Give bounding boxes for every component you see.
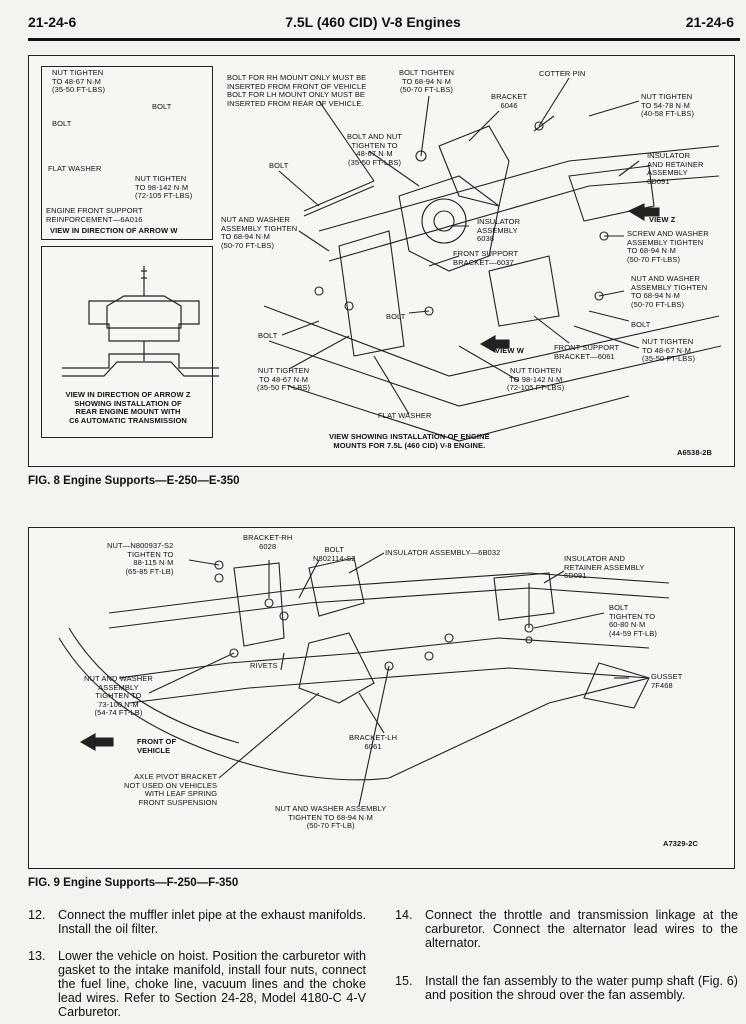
page-header: 21-24-6 7.5L (460 CID) V-8 Engines 21-24… <box>0 14 746 38</box>
screw-washer-label: SCREW AND WASHER ASSEMBLY TIGHTEN TO 68-… <box>627 229 709 264</box>
bracket-lh-label: BRACKET-LH 6061 <box>349 733 398 751</box>
inset-view-w: NUT TIGHTEN TO 48-67 N·m (35-50 FT-LBS) … <box>41 66 213 240</box>
cotter-pin-label: COTTER PIN <box>539 69 586 78</box>
view-z-label: VIEW Z <box>649 215 676 224</box>
figure-8-frame: NUT TIGHTEN TO 48-67 N·m (35-50 FT-LBS) … <box>28 55 735 467</box>
page-number-left: 21-24-6 <box>28 14 77 30</box>
insulator-retainer-label: INSULATOR AND RETAINER ASSEMBLY 6D091 <box>564 554 645 581</box>
figure-9-drawing <box>58 552 670 807</box>
step-14: 14. Connect the throttle and transmissio… <box>395 908 740 952</box>
inset-view-z: VIEW IN DIRECTION OF ARROW Z SHOWING INS… <box>41 246 213 438</box>
step-text: Connect the muffler inlet pipe at the ex… <box>58 908 366 936</box>
fig9-code: A7329-2C <box>663 839 698 848</box>
inset-w-bolt-label: BOLT <box>52 119 72 128</box>
figure-9-caption: FIG. 9 Engine Supports—F-250—F-350 <box>28 877 239 889</box>
bolt-label: BOLT <box>269 161 289 170</box>
step-number: 12. <box>28 908 46 922</box>
nut-washer-73-label: NUT AND WASHER ASSEMBLY TIGHTEN TO 73-10… <box>84 674 153 718</box>
page-number-right: 21-24-6 <box>685 14 734 30</box>
front-support-6061-label: FRONT SUPPORT BRACKET—6061 <box>554 343 620 361</box>
insulator-6038-label: INSULATOR ASSEMBLY 6038 <box>477 217 521 244</box>
bolt-tighten-label: BOLT TIGHTEN TO 60-80 N·m (44-59 FT-LB) <box>609 603 657 638</box>
inset-w-nut-tighten-label: NUT TIGHTEN TO 48-67 N·m (35-50 FT-LBS) <box>52 68 106 95</box>
bolt-and-nut-label: BOLT AND NUT TIGHTEN TO 48-67 N·m (35-50… <box>347 132 403 167</box>
step-text: Install the fan assembly to the water pu… <box>425 974 738 1002</box>
gusset-label: GUSSET 7F468 <box>651 672 683 690</box>
step-text: Lower the vehicle on hoist. Position the… <box>58 949 366 1019</box>
nut-tighten-48-right-label: NUT TIGHTEN TO 48-67 N·m (35-50 FT-LBS) <box>642 337 696 364</box>
step-15: 15. Install the fan assembly to the wate… <box>395 974 740 1018</box>
fig8-code: A6538-2B <box>677 448 712 457</box>
figure-8-caption: FIG. 8 Engine Supports—E-250—E-350 <box>28 475 240 487</box>
fig8-view-caption: VIEW SHOWING INSTALLATION OF ENGINE MOUN… <box>329 432 490 450</box>
figure-8-drawing <box>62 77 722 442</box>
inset-w-reinforcement-label: ENGINE FRONT SUPPORT REINFORCEMENT—6A016 <box>46 206 143 224</box>
bolt-tighten-68-label: BOLT TIGHTEN TO 68-94 N·m (50-70 FT-LBS) <box>399 68 454 95</box>
nut-washer-68-label: NUT AND WASHER ASSEMBLY TIGHTEN TO 68-94… <box>275 804 387 831</box>
inset-w-flat-washer-label: FLAT WASHER <box>48 164 102 173</box>
bolt-n802114-label: BOLT N802114-S2 <box>313 545 356 563</box>
inset-z-view-caption: VIEW IN DIRECTION OF ARROW Z SHOWING INS… <box>65 390 191 425</box>
nut-tighten-48-left-label: NUT TIGHTEN TO 48-67 N·m (35-50 FT-LBS) <box>257 366 311 393</box>
nut-tighten-98-label: NUT TIGHTEN TO 98-142 N·m (72-105 FT-LBS… <box>507 366 565 393</box>
step-text: Connect the throttle and transmission li… <box>425 908 738 950</box>
bracket-6046-label: BRACKET 6046 <box>491 92 528 110</box>
step-number: 14. <box>395 908 413 922</box>
bracket-rh-label: BRACKET-RH 6028 <box>243 533 293 551</box>
step-13: 13. Lower the vehicle on hoist. Position… <box>28 949 368 1021</box>
flat-washer-label: FLAT WASHER <box>378 411 432 420</box>
insulator-retainer-label: INSULATOR AND RETAINER ASSEMBLY 6D091 <box>647 151 704 186</box>
insulator-6b032-label: INSULATOR ASSEMBLY—6B032 <box>385 548 501 557</box>
axle-pivot-label: AXLE PIVOT BRACKET NOT USED ON VEHICLES … <box>124 772 218 807</box>
rivets-label: RIVETS <box>250 661 278 670</box>
header-rule <box>28 38 740 41</box>
step-number: 15. <box>395 974 413 988</box>
inset-w-nut-tighten-label: NUT TIGHTEN TO 98-142 N·m (72-105 FT-LBS… <box>135 174 193 201</box>
nut-n800937-label: NUT—N800937-S2 TIGHTEN TO 88-115 N·m (65… <box>107 541 174 576</box>
bolt-label: BOLT <box>631 320 651 329</box>
bolt-rh-mount-note: BOLT FOR RH MOUNT ONLY MUST BE INSERTED … <box>227 73 367 108</box>
nut-washer-right-label: NUT AND WASHER ASSEMBLY TIGHTEN TO 68-94… <box>631 274 708 309</box>
front-support-6037-label: FRONT SUPPORT BRACKET—6037 <box>453 249 519 267</box>
bolt-label: BOLT <box>386 312 406 321</box>
figure-9-frame: NUT—N800937-S2 TIGHTEN TO 88-115 N·m (65… <box>28 527 735 869</box>
front-of-vehicle-label: FRONT OF VEHICLE <box>137 737 177 755</box>
nut-washer-assembly-label: NUT AND WASHER ASSEMBLY TIGHTEN TO 68-94… <box>221 215 298 250</box>
inset-w-bolt-label: BOLT <box>152 102 172 111</box>
bolt-label: BOLT <box>258 331 278 340</box>
inset-w-view-caption: VIEW IN DIRECTION OF ARROW W <box>50 226 178 235</box>
page-title: 7.5L (460 CID) V-8 Engines <box>285 14 461 30</box>
view-w-label: VIEW W <box>495 346 524 355</box>
nut-tighten-54-label: NUT TIGHTEN TO 54-78 N·m (40-58 FT-LBS) <box>641 92 695 119</box>
step-number: 13. <box>28 949 46 963</box>
step-12: 12. Connect the muffler inlet pipe at th… <box>28 908 368 938</box>
